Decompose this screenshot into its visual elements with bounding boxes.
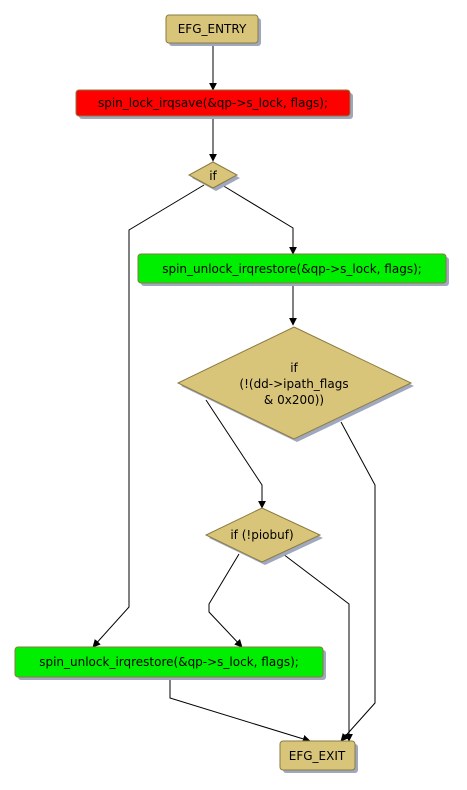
lock-node: spin_lock_irqsave(&qp->s_lock, flags);: [75, 89, 353, 119]
exit-node-box: [279, 740, 356, 771]
if3-node-diamond: [204, 507, 322, 563]
edge-unlock2-to-exit: [169, 678, 311, 743]
edge-if1-to-unlock1: [221, 184, 297, 255]
lock-node-box: [75, 89, 351, 117]
exit-node: EFG_EXIT: [279, 740, 358, 773]
if2-node-label-line3: & 0x200)): [264, 393, 324, 407]
if1-node-diamond: [187, 161, 239, 189]
unlock1-node-box: [137, 253, 447, 284]
exit-node-label: EFG_EXIT: [289, 749, 346, 763]
unlock2-node-box: [14, 646, 324, 678]
edge-if1-to-unlock2: [92, 184, 205, 648]
edge-if3-to-exit: [282, 553, 353, 742]
unlock1-node: spin_unlock_irqrestore(&qp->s_lock, flag…: [137, 253, 449, 286]
if1-node: if: [187, 161, 240, 191]
lock-node-label: spin_lock_irqsave(&qp->s_lock, flags);: [98, 96, 328, 110]
unlock2-node-label: spin_unlock_irqrestore(&qp->s_lock, flag…: [39, 655, 299, 669]
if2-node-diamond: [176, 326, 413, 440]
if3-node-label: if (!piobuf): [230, 528, 293, 542]
entry-node-label: EFG_ENTRY: [178, 22, 247, 36]
entry-node-box: [165, 14, 259, 44]
if1-node-label: if: [209, 169, 217, 183]
edge-if2-to-if3: [205, 399, 266, 509]
entry-node: EFG_ENTRY: [165, 14, 261, 46]
if3-node: if (!piobuf): [204, 507, 323, 565]
if2-node-label-line1: if: [290, 361, 298, 375]
edge-if2-to-exit: [340, 421, 376, 742]
if2-node: if (!(dd->ipath_flags & 0x200)): [176, 326, 414, 442]
if2-node-label-line2: (!(dd->ipath_flags: [239, 377, 348, 391]
unlock1-node-label: spin_unlock_irqrestore(&qp->s_lock, flag…: [162, 262, 422, 276]
edges: [92, 46, 376, 743]
unlock2-node: spin_unlock_irqrestore(&qp->s_lock, flag…: [14, 646, 326, 680]
edge-if3-to-unlock2: [208, 553, 243, 648]
